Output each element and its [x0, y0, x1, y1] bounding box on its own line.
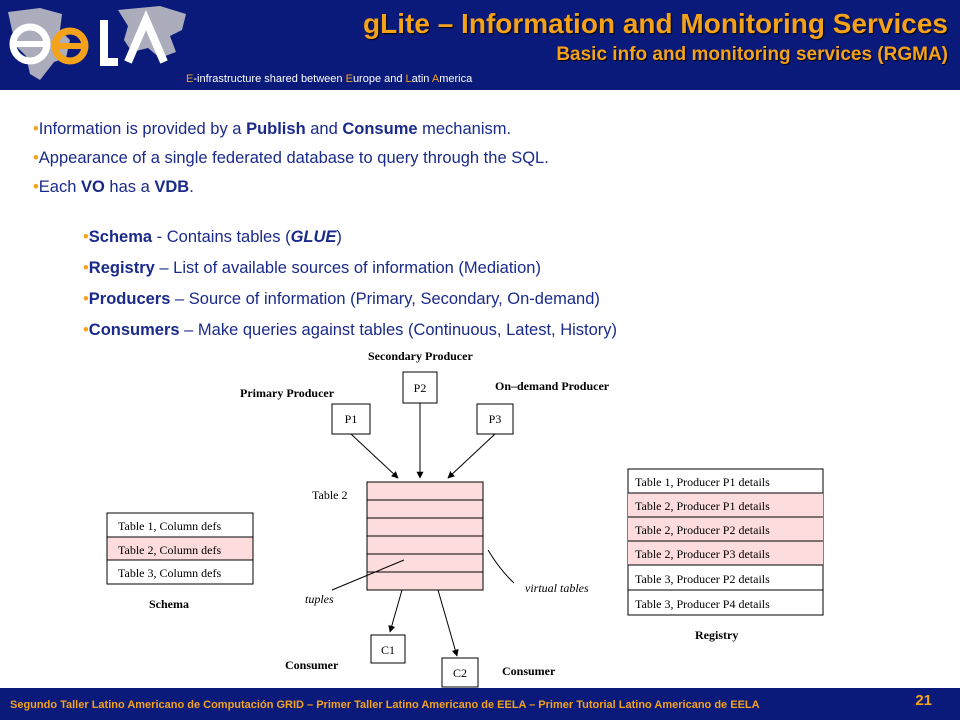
bullet-dot-icon: • — [83, 259, 89, 277]
consumer1-caption: Consumer — [285, 658, 339, 672]
ondemand-producer-label: On–demand Producer — [495, 379, 610, 393]
schema-row: Table 2, Column defs — [118, 543, 221, 557]
registry-row: Table 3, Producer P2 details — [635, 572, 770, 586]
producer-label-p2: P2 — [414, 381, 427, 395]
virtual-tables-pointer-line — [487, 549, 515, 584]
arrow-table-c2 — [437, 589, 459, 657]
producer-label-p3: P3 — [489, 412, 502, 426]
arrow-p1-table — [350, 433, 399, 479]
registry-label: Registry — [695, 628, 738, 642]
tuples-pointer-line — [331, 559, 405, 591]
table2-label: Table 2 — [312, 488, 347, 502]
slide-title: gLite – Information and Monitoring Servi… — [363, 8, 948, 39]
footer-bar: Segundo Taller Latino Americano de Compu… — [0, 688, 960, 720]
component-bullet-list: •Schema - Contains tables (GLUE) •Regist… — [83, 226, 617, 350]
registry-row: Table 3, Producer P4 details — [635, 597, 770, 611]
producer-box-p1 — [331, 403, 371, 435]
primary-producer-label: Primary Producer — [240, 386, 335, 400]
registry-row: Table 1, Producer P1 details — [635, 475, 770, 489]
slide-subtitle: Basic info and monitoring services (RGMA… — [556, 44, 948, 65]
subbullet-item: •Schema - Contains tables (GLUE) — [83, 228, 342, 246]
registry-row: Table 2, Producer P1 details — [635, 499, 770, 513]
rgma-diagram: Secondary Producer Primary Producer On–d… — [106, 349, 824, 688]
registry-row-highlight — [628, 517, 823, 541]
bullet-item: •Information is provided by a Publish an… — [33, 120, 512, 138]
virtual-tables-label: virtual tables — [525, 581, 589, 595]
consumer-label-c2: C2 — [453, 666, 467, 680]
tuples-label: tuples — [305, 592, 334, 606]
subbullet-item: •Producers – Source of information (Prim… — [83, 290, 600, 308]
bullet-item: •Appearance of a single federated databa… — [33, 149, 549, 167]
arrow-p3-table — [447, 433, 496, 479]
consumer2-caption: Consumer — [502, 664, 556, 678]
tagline: E-infrastructure shared between Europe a… — [186, 73, 473, 85]
main-bullet-list: •Information is provided by a Publish an… — [33, 118, 549, 205]
schema-label: Schema — [149, 597, 189, 611]
bullet-item: •Each VO has a VDB. — [33, 178, 194, 196]
bullet-dot-icon: • — [83, 290, 89, 308]
bullet-dot-icon: • — [33, 120, 39, 138]
bullet-dot-icon: • — [33, 149, 39, 167]
registry-row-highlight — [628, 541, 823, 565]
consumer-box-c2 — [441, 657, 479, 688]
subbullet-item: •Registry – List of available sources of… — [83, 259, 541, 277]
page-number: 21 — [915, 692, 932, 709]
footer-text: Segundo Taller Latino Americano de Compu… — [10, 699, 760, 711]
registry-row: Table 2, Producer P2 details — [635, 523, 770, 537]
consumer-label-c1: C1 — [381, 643, 395, 657]
schema-row: Table 1, Column defs — [118, 519, 221, 533]
registry-row: Table 2, Producer P3 details — [635, 547, 770, 561]
bullet-dot-icon: • — [83, 321, 89, 339]
consumer-box-c1 — [370, 634, 406, 664]
producer-label-p1: P1 — [345, 412, 358, 426]
header-bar: gLite – Information and Monitoring Servi… — [0, 0, 960, 90]
schema-row: Table 3, Column defs — [118, 566, 221, 580]
bullet-dot-icon: • — [33, 178, 39, 196]
subbullet-item: •Consumers – Make queries against tables… — [83, 321, 618, 339]
secondary-producer-label: Secondary Producer — [368, 349, 473, 363]
arrow-table-c1 — [388, 589, 403, 633]
registry-row-highlight — [628, 493, 823, 517]
bullet-dot-icon: • — [83, 228, 89, 246]
eela-logo — [8, 6, 186, 80]
